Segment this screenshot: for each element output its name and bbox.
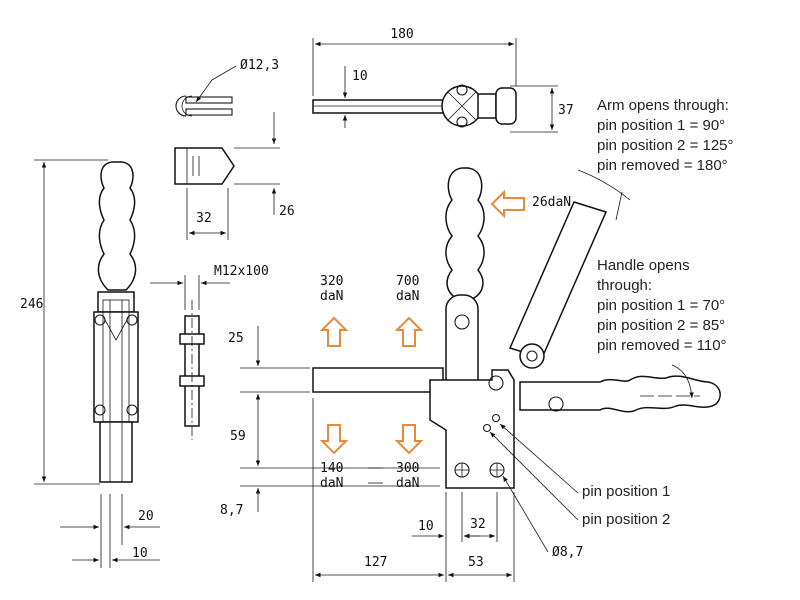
handle-note-line-4: pin position 2 = 85° bbox=[597, 317, 725, 334]
dim-25: 25 bbox=[228, 331, 244, 346]
dim-10-top: 10 bbox=[352, 69, 368, 84]
dim-32-mid: 32 bbox=[470, 517, 486, 532]
dim-diameter-12: Ø12,3 bbox=[240, 58, 279, 73]
load-bottom-right-value: 300 bbox=[396, 461, 419, 476]
load-top-left-unit: daN bbox=[320, 289, 343, 304]
handle-opening-note: Handle opens through: pin position 1 = 7… bbox=[597, 257, 727, 354]
handle-note-line-3: pin position 1 = 70° bbox=[597, 297, 725, 314]
arm-note-line-1: Arm opens through: bbox=[597, 97, 729, 114]
load-bottom-left-unit: daN bbox=[320, 476, 343, 491]
load-top-right-unit: daN bbox=[396, 289, 419, 304]
dim-59: 59 bbox=[230, 429, 246, 444]
load-arrow-down-right bbox=[394, 424, 424, 455]
dim-37: 37 bbox=[558, 103, 574, 118]
dim-180: 180 bbox=[390, 27, 413, 42]
arm-note-line-2: pin position 1 = 90° bbox=[597, 117, 725, 134]
spindle-bolt bbox=[179, 300, 205, 440]
load-bottom-left-value: 140 bbox=[320, 461, 343, 476]
handle-force-label: 26daN bbox=[532, 195, 571, 210]
handle-note-line-2: through: bbox=[597, 277, 652, 294]
arm-note-line-3: pin position 2 = 125° bbox=[597, 137, 734, 154]
load-arrow-up-left bbox=[319, 316, 349, 347]
top-view bbox=[312, 84, 517, 128]
label-pin-position-1: pin position 1 bbox=[582, 483, 670, 500]
arm-opening-note: Arm opens through: pin position 1 = 90° … bbox=[597, 97, 734, 174]
dim-32-top: 32 bbox=[196, 211, 212, 226]
dim-246: 246 bbox=[20, 297, 43, 312]
dim-10-bottom: 10 bbox=[132, 546, 148, 561]
label-pin-position-2: pin position 2 bbox=[582, 511, 670, 528]
handle-note-line-5: pin removed = 110° bbox=[597, 337, 727, 354]
dim-8-7: 8,7 bbox=[220, 503, 243, 518]
end-detail bbox=[175, 95, 233, 117]
load-top-left-value: 320 bbox=[320, 274, 343, 289]
load-bottom-right-unit: daN bbox=[396, 476, 419, 491]
handle-note-line-1: Handle opens bbox=[597, 257, 690, 274]
arm-note-line-4: pin removed = 180° bbox=[597, 157, 728, 174]
dim-53: 53 bbox=[468, 555, 484, 570]
dim-diameter-8-7: Ø8,7 bbox=[552, 545, 583, 560]
clamp-front-view bbox=[312, 167, 721, 489]
dim-10-mid: 10 bbox=[418, 519, 434, 534]
dim-m12x100: M12x100 bbox=[214, 264, 269, 279]
spindle-tip-detail bbox=[174, 147, 235, 185]
load-arrow-up-right bbox=[394, 316, 424, 347]
load-arrow-down-left bbox=[319, 424, 349, 455]
load-top-right-value: 700 bbox=[396, 274, 419, 289]
handle-force-arrow bbox=[490, 189, 525, 219]
dim-127: 127 bbox=[364, 555, 387, 570]
dim-26: 26 bbox=[279, 204, 295, 219]
side-view bbox=[93, 161, 139, 483]
dim-20: 20 bbox=[138, 509, 154, 524]
